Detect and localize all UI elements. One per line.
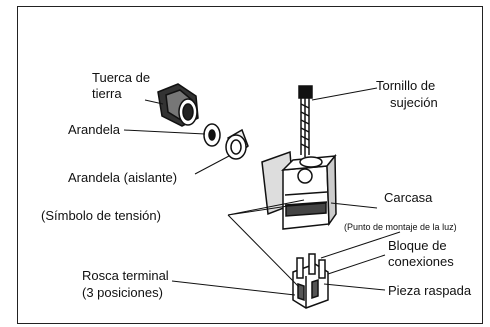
label-washer: Arandela	[68, 122, 121, 137]
label-light-mount: (Punto de montaje de la luz)	[344, 222, 457, 232]
label-scraped-piece: Pieza raspada	[388, 283, 472, 298]
ground-nut-part	[157, 83, 199, 127]
housing-part	[261, 150, 337, 230]
washer-part	[203, 123, 221, 147]
screw-part	[298, 85, 313, 157]
leader-lines	[123, 87, 401, 296]
connector-block-part	[292, 253, 329, 309]
label-block-line2: conexiones	[388, 254, 454, 269]
label-screw-line2: sujeción	[390, 95, 438, 110]
label-ground-nut-line2: tierra	[92, 86, 122, 101]
diagram-frame	[17, 6, 483, 324]
label-insulating-washer: Arandela (aislante)	[68, 170, 178, 185]
label-screw-line1: Tornillo de	[376, 78, 436, 93]
label-terminal-thread-line2: (3 posiciones)	[82, 285, 163, 300]
label-ground-nut-line1: Tuerca de	[92, 70, 151, 85]
label-housing: Carcasa	[384, 190, 433, 205]
insulating-washer-part	[225, 128, 249, 160]
label-voltage-symbol: (Símbolo de tensión)	[41, 208, 161, 223]
label-terminal-thread-line1: Rosca terminal	[82, 268, 169, 283]
label-block-line1: Bloque de	[388, 238, 447, 253]
